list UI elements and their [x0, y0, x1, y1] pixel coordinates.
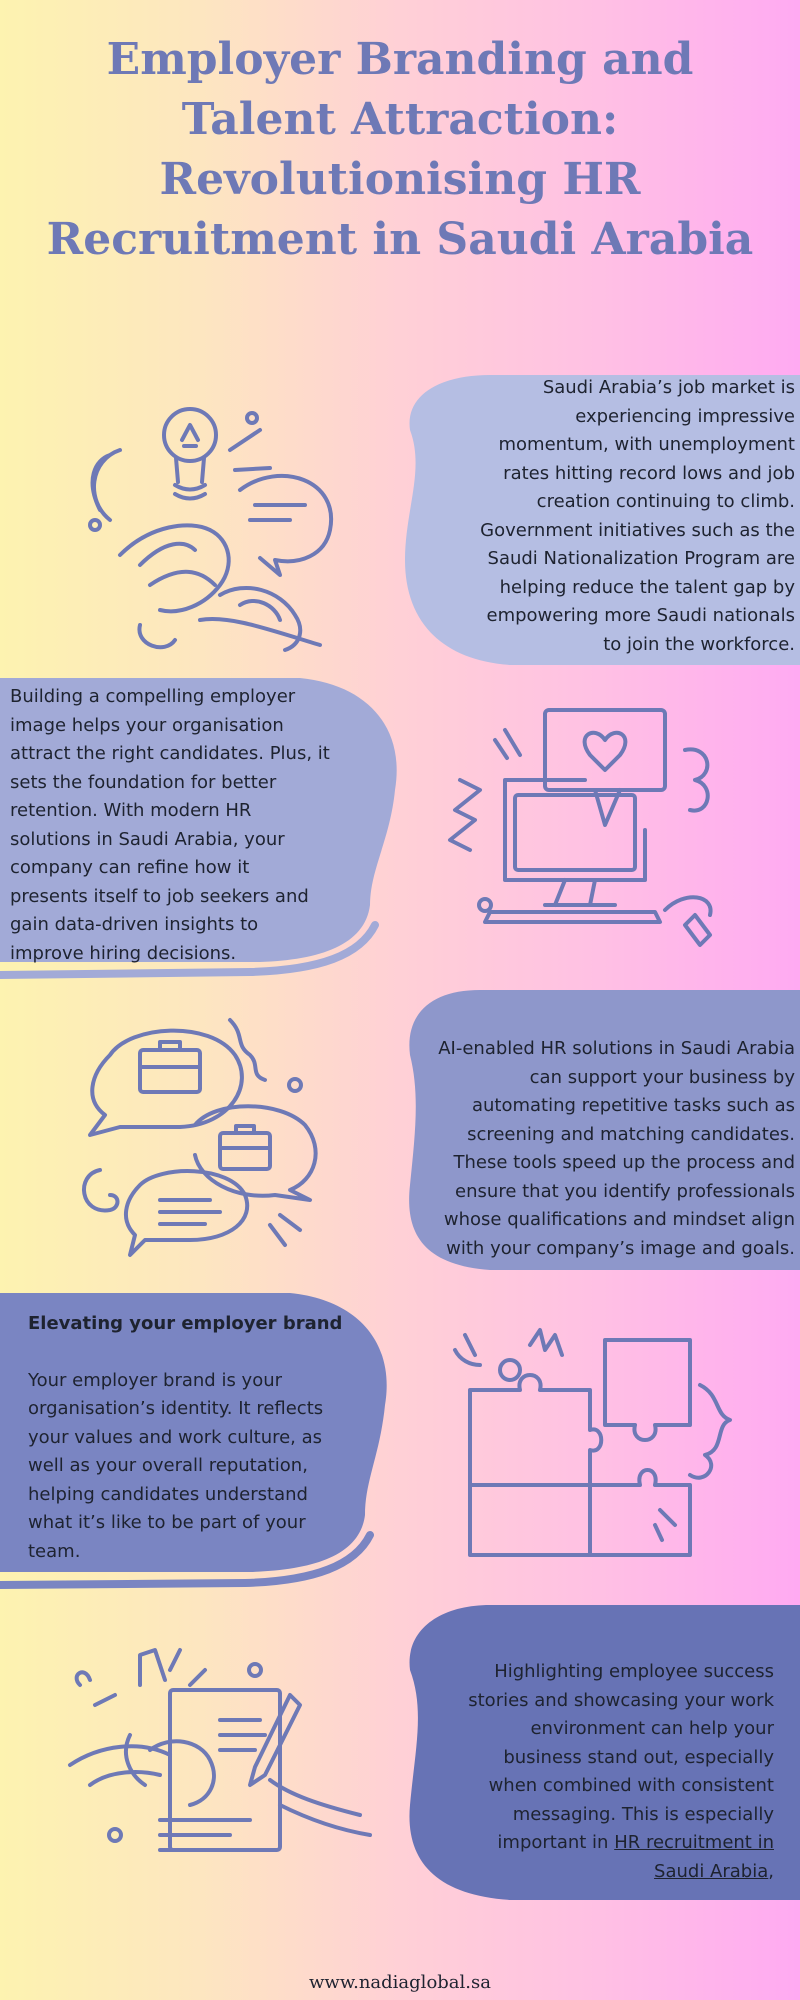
section-3-line: automating repetitive tasks such as — [471, 1095, 795, 1116]
section-3-line: can support your business by — [529, 1066, 795, 1088]
briefcase-chat-icon — [82, 1018, 318, 1257]
section-2-line: attract the right candidates. Plus, it — [10, 743, 330, 764]
section-3-line: whose qualifications and mindset align — [443, 1209, 795, 1230]
section-4-heading: Elevating your employer brand — [28, 1313, 343, 1334]
section-2-line: gain data-driven insights to — [10, 914, 259, 935]
section-3-line: ensure that you identify professionals — [455, 1180, 795, 1202]
section-4-line: helping candidates understand — [28, 1483, 308, 1505]
section-1-line: empowering more Saudi nationals — [486, 605, 796, 626]
section-1-line: Government initiatives such as the — [480, 519, 795, 541]
section-1-line: rates hitting record lows and job — [503, 462, 795, 484]
section-5-line: when combined with consistent — [488, 1775, 774, 1796]
section-3-line: with your company’s image and goals. — [446, 1237, 795, 1259]
section-3-text: AI-enabled HR solutions in Saudi Arabia … — [405, 1035, 795, 1263]
section-1-text: Saudi Arabia’s job market is experiencin… — [420, 374, 795, 659]
contract-signing-icon — [68, 1648, 372, 1852]
hr-recruitment-link-part-2[interactable]: Saudi Arabia — [654, 1860, 769, 1882]
section-4-line: team. — [28, 1540, 81, 1562]
section-5-line-prefix: important in — [497, 1832, 615, 1853]
section-5-link-line: important in HR recruitment in — [420, 1829, 774, 1858]
section-5-blob — [400, 1600, 800, 1905]
section-2-text: Building a compelling employer image hel… — [10, 683, 380, 968]
section-5-text: Highlighting employee success stories an… — [420, 1658, 774, 1886]
title-line-2: Talent Attraction: — [181, 94, 619, 145]
section-5-line: messaging. This is especially — [512, 1803, 774, 1825]
section-1-line: momentum, with unemployment — [498, 434, 795, 455]
section-2-line: retention. With modern HR — [10, 800, 252, 821]
section-4-line: organisation’s identity. It reflects — [28, 1398, 324, 1419]
hr-recruitment-link-part-1[interactable]: HR recruitment in — [614, 1832, 774, 1853]
section-2-line: Building a compelling employer — [10, 686, 296, 707]
section-1-line: to join the workforce. — [603, 633, 795, 655]
section-4-line: what it’s like to be part of your — [28, 1512, 306, 1533]
section-5-line: stories and showcasing your work — [468, 1689, 774, 1711]
section-2-line: company can refine how it — [10, 857, 250, 878]
section-2-blob — [0, 670, 410, 990]
section-5-line: business stand out, especially — [503, 1746, 774, 1768]
title-line-3: Revolutionising HR — [159, 154, 641, 205]
section-3-line: AI-enabled HR solutions in Saudi Arabia — [438, 1038, 795, 1059]
section-5-line-suffix: , — [768, 1860, 774, 1882]
section-1-line: helping reduce the talent gap by — [499, 576, 795, 598]
section-1-line: creation continuing to climb. — [536, 491, 795, 512]
section-5-link-line-2: Saudi Arabia, — [420, 1858, 774, 1887]
footer-website: www.nadiaglobal.sa — [309, 1972, 491, 1993]
section-2-line: improve hiring decisions. — [10, 942, 237, 964]
section-4-line: Your employer brand is your — [28, 1369, 283, 1391]
lightbulb-hands-icon — [88, 407, 334, 652]
section-1-line: Saudi Nationalization Program are — [487, 548, 795, 569]
section-4-line: well as your overall reputation, — [28, 1455, 308, 1476]
section-5-line: environment can help your — [530, 1718, 774, 1739]
section-2-line: presents itself to job seekers and — [10, 885, 309, 907]
section-2-line: solutions in Saudi Arabia, your — [10, 828, 285, 850]
title-line-4: Recruitment in Saudi Arabia — [46, 214, 754, 265]
section-1-line: experiencing impressive — [575, 405, 795, 427]
section-4-text: Elevating your employer brand Your emplo… — [28, 1310, 373, 1566]
section-4-blob — [0, 1285, 400, 1605]
section-2-line: image helps your organisation — [10, 714, 284, 736]
section-3-blob — [400, 985, 800, 1275]
section-1-line: Saudi Arabia’s job market is — [542, 377, 795, 398]
section-2-line: sets the foundation for better — [10, 771, 277, 793]
title-line-1: Employer Branding and — [106, 34, 694, 85]
section-3-line: These tools speed up the process and — [453, 1152, 795, 1173]
computer-heart-icon — [448, 708, 713, 947]
section-4-line: your values and work culture, as — [28, 1426, 323, 1448]
section-1-blob — [400, 370, 800, 670]
section-5-line: Highlighting employee success — [494, 1661, 774, 1682]
puzzle-pieces-icon — [453, 1328, 732, 1557]
page-title: Employer Branding and Talent Attraction:… — [20, 30, 780, 270]
section-3-line: screening and matching candidates. — [467, 1123, 795, 1145]
